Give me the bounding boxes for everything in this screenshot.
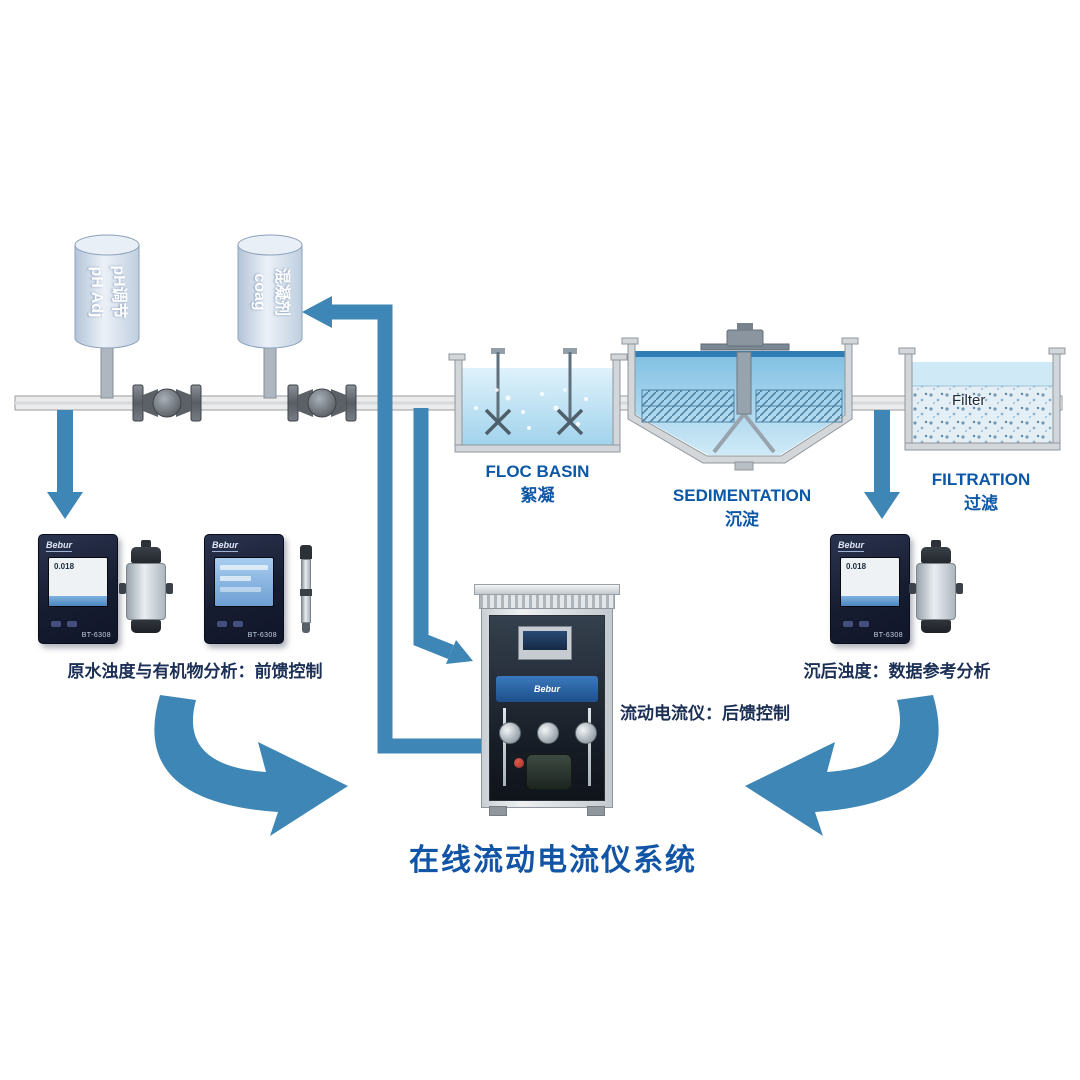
floc-basin-label-en: FLOC BASIN [485, 462, 590, 481]
controller-key [859, 621, 869, 627]
screen-line [220, 587, 261, 592]
ph-tank-label-zh: pH调节 [110, 265, 128, 319]
probe-cap [300, 545, 312, 559]
sedimentation-basin-label-zh: 沉淀 [725, 510, 759, 530]
filtration-basin-label-zh: 过滤 [964, 494, 998, 514]
reference-caption: 沉后浊度：数据参考分析 [803, 662, 991, 681]
floc-basin-label-zh: 絮凝 [520, 486, 555, 506]
sensor-knob [141, 540, 151, 548]
cabinet-tube [503, 708, 506, 786]
coag-tank-label-zh: 混凝剂 [273, 267, 291, 316]
settled-turbidity-sensor [909, 540, 963, 633]
arrow-raw-sample [47, 410, 83, 519]
ph-tank-label: pH调节 pH Adj [85, 244, 129, 340]
cabinet-tube [588, 708, 591, 786]
screen-bar [49, 596, 107, 606]
controller-screen: 0.018 [840, 557, 900, 607]
filtration-basin [898, 347, 1066, 451]
arrow-settled-sample [864, 410, 900, 519]
cabinet-analyzer-module: Bebur [496, 676, 598, 702]
coag-tank-label-en: coag [251, 273, 268, 311]
sensor-knob [931, 540, 941, 548]
sensor-base [131, 620, 161, 633]
sensor-port [956, 583, 963, 594]
cabinet-pump [537, 722, 559, 744]
sedimentation-basin-label: SEDIMENTATION 沉淀 [628, 485, 856, 531]
controller-screen: 0.018 [48, 557, 108, 607]
arrow-sample-to-analyzer [413, 408, 473, 664]
sensor-port [119, 583, 126, 594]
cabinet-display-screen [523, 631, 567, 650]
screen-line [220, 565, 268, 570]
controller-key [67, 621, 77, 627]
model-label: BT-6308 [873, 632, 903, 639]
swoosh-arrow-left [154, 695, 348, 836]
controller-key [217, 621, 227, 627]
floc-bubbles [474, 388, 588, 430]
floc-basin [448, 346, 628, 453]
cabinet-pump [499, 722, 521, 744]
feedforward-caption: 原水浊度与有机物分析：前馈控制 [67, 662, 323, 681]
organics-analyzer-controller: Bebur BT-6308 [204, 534, 284, 644]
sensor-body [916, 563, 956, 620]
raw-turbidity-sensor [119, 540, 173, 633]
filter-media-label: Filter [952, 392, 986, 409]
screen-reading: 0.018 [54, 562, 75, 571]
controller-key [51, 621, 61, 627]
cabinet-valve [514, 758, 524, 768]
filtration-basin-label: FILTRATION 过滤 [900, 469, 1062, 515]
sedimentation-basin-label-en: SEDIMENTATION [672, 486, 812, 505]
system-title: 在线流动电流仪系统 [409, 844, 697, 877]
sensor-base [921, 620, 951, 633]
streaming-current-cabinet: Bebur [474, 584, 620, 816]
settled-turbidity-controller: Bebur 0.018 BT-6308 [830, 534, 910, 644]
sensor-body [126, 563, 166, 620]
model-label: BT-6308 [247, 632, 277, 639]
controller-screen [214, 557, 274, 607]
cabinet-foot [587, 806, 605, 816]
cabinet-caption: 流动电流仪：后馈控制 [620, 704, 790, 723]
coag-tank-label: 混凝剂 coag [248, 244, 292, 340]
probe-tip [302, 623, 310, 633]
controller-key [843, 621, 853, 627]
cabinet-motor [526, 754, 572, 790]
cabinet-body: Bebur [481, 608, 613, 808]
coag-tank [237, 234, 303, 349]
brand-logo: Bebur [46, 540, 73, 552]
swoosh-arrow-right [745, 695, 939, 836]
screen-reading: 0.018 [846, 562, 867, 571]
raw-turbidity-controller: Bebur 0.018 BT-6308 [38, 534, 118, 644]
cabinet-interior: Bebur [489, 615, 605, 801]
cabinet-display [518, 626, 572, 660]
brand-logo: Bebur [533, 684, 560, 694]
sensor-cap [131, 547, 161, 563]
controller-key [233, 621, 243, 627]
filtration-basin-label-en: FILTRATION [931, 470, 1031, 489]
arrow-feedback-coag [302, 296, 500, 754]
sedimentation-basin [621, 323, 859, 471]
cabinet-pump [575, 722, 597, 744]
screen-bar [841, 596, 899, 606]
screen-line [220, 576, 251, 581]
dosing-pump-2 [287, 384, 357, 422]
cabinet-vent [479, 594, 615, 609]
sensor-port [909, 583, 916, 594]
ph-tank-label-en: pH Adj [88, 266, 105, 318]
sensor-port [166, 583, 173, 594]
probe-band [300, 589, 312, 596]
brand-logo: Bebur [212, 540, 239, 552]
cabinet-foot [489, 806, 507, 816]
organics-probe [300, 545, 312, 633]
sensor-cap [921, 547, 951, 563]
ph-tank [74, 234, 140, 349]
dosing-pump-1 [132, 384, 202, 422]
model-label: BT-6308 [81, 632, 111, 639]
brand-logo: Bebur [838, 540, 865, 552]
floc-basin-label: FLOC BASIN 絮凝 [455, 461, 620, 507]
tank-stems [100, 341, 277, 399]
